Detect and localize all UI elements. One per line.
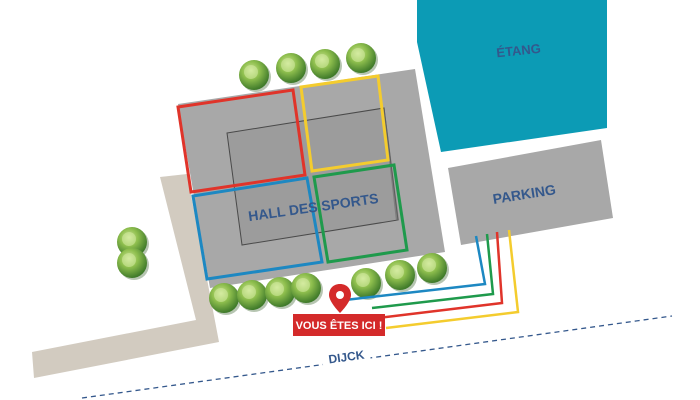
tree-icon (385, 260, 417, 292)
zone-yellow[interactable] (299, 74, 390, 173)
route-blue (344, 235, 487, 302)
parking-area (448, 140, 613, 245)
pond-area (417, 0, 607, 152)
zone-green[interactable] (312, 163, 409, 264)
street-label: DIJCK (328, 348, 366, 367)
you-are-here-label: VOUS ÊTES ICI ! (296, 319, 383, 332)
tree-icon (117, 248, 149, 280)
zone-red[interactable] (176, 88, 307, 194)
route-green (371, 233, 495, 310)
tree-icon (209, 283, 241, 315)
tree-icon (417, 253, 449, 285)
zone-blue[interactable] (191, 176, 324, 281)
tree-icon (265, 277, 297, 309)
tree-group (117, 43, 449, 315)
pond-label: ÉTANG (496, 41, 542, 61)
street-line (81, 315, 673, 399)
tree-icon (276, 53, 308, 85)
route-yellow (385, 229, 520, 330)
tree-icon (239, 60, 271, 92)
location-pin-icon[interactable] (329, 284, 351, 313)
street-label-bg (320, 343, 372, 369)
tree-icon (310, 49, 342, 81)
you-are-here-badge (293, 314, 385, 336)
tree-icon (291, 273, 323, 305)
tree-icon (346, 43, 378, 75)
tree-icon (351, 268, 383, 300)
tree-icon (237, 280, 269, 312)
footpath (32, 174, 219, 378)
route-red (377, 231, 504, 320)
